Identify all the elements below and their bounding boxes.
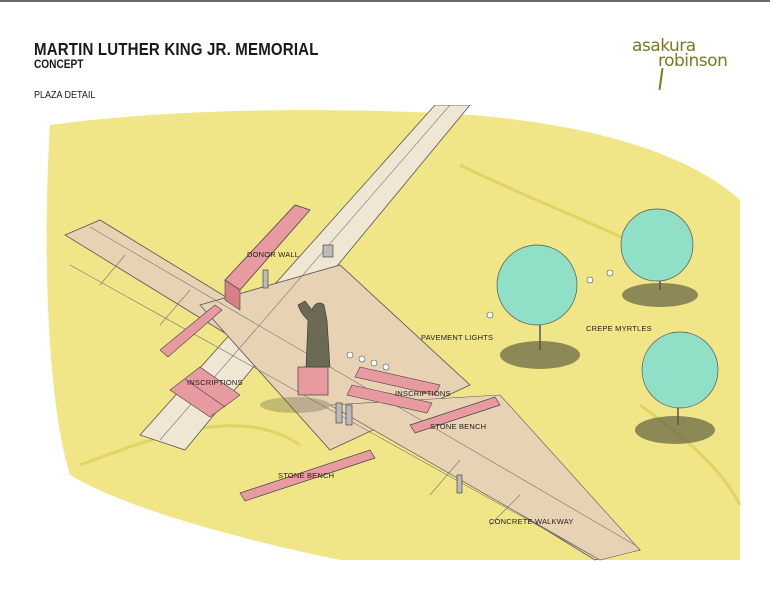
visitors [262, 244, 463, 494]
page-title: MARTIN LUTHER KING JR. MEMORIAL [34, 39, 319, 59]
top-rule [0, 0, 770, 2]
page-subtitle: CONCEPT [34, 59, 84, 71]
label-concrete-walkway: CONCRETE WALKWAY [489, 517, 574, 526]
donor-wall-side [224, 279, 241, 311]
crepe-myrtle-trees [496, 208, 719, 444]
stone-bench-right [409, 396, 501, 434]
tree-shadow-3 [635, 416, 715, 444]
tree-canopy-2 [620, 208, 694, 282]
label-inscriptions-left: INSCRIPTIONS [187, 378, 243, 387]
logo-text-line2: robinson [658, 51, 728, 71]
tree-canopy-1 [496, 244, 578, 326]
logo-text-line1: asakura [632, 36, 696, 56]
label-stone-bench-left: STONE BENCH [278, 471, 334, 480]
label-stone-bench-right: STONE BENCH [430, 422, 486, 431]
stone-bench-left [239, 449, 376, 502]
statue-pedestal [297, 366, 329, 396]
tree-shadow-2 [622, 283, 698, 307]
tree-canopy-3 [641, 331, 719, 409]
plaza-sketch: DONOR WALL INSCRIPTIONS INSCRIPTIONS PAV… [46, 105, 742, 561]
firm-logo: asakura robinson [628, 32, 743, 92]
right-walkway [328, 394, 641, 561]
mlk-statue [297, 300, 331, 368]
section-label: PLAZA DETAIL [34, 90, 96, 101]
statue-shadow [260, 397, 330, 413]
label-crepe-myrtles: CREPE MYRTLES [586, 324, 652, 333]
inscriptions-left [159, 304, 241, 418]
inscriptions-right [346, 366, 441, 414]
label-donor-wall: DONOR WALL [247, 250, 299, 259]
logo-stem-mark [658, 67, 664, 91]
label-inscriptions-right: INSCRIPTIONS [395, 389, 451, 398]
label-pavement-lights: PAVEMENT LIGHTS [421, 333, 493, 342]
tree-shadow-1 [500, 341, 580, 369]
